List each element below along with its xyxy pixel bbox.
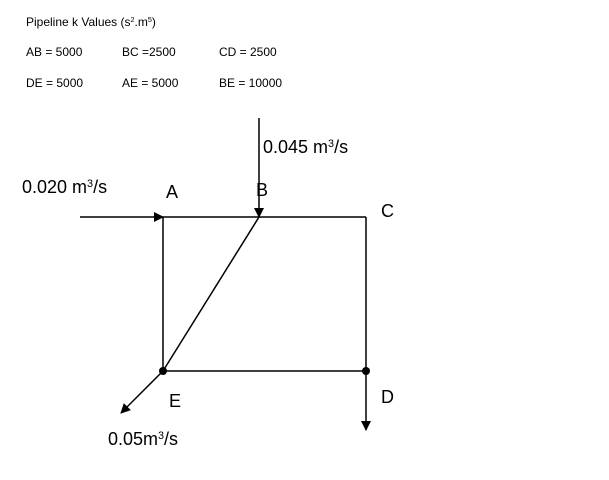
inflow-a-label: 0.020 m3/s bbox=[22, 177, 108, 197]
node-d-label: D bbox=[381, 387, 394, 407]
k-value-be: BE = 10000 bbox=[219, 76, 283, 90]
node-e-label: E bbox=[169, 391, 182, 411]
node-b-label: B bbox=[256, 180, 269, 200]
k-value-de: DE = 5000 bbox=[26, 76, 84, 90]
pipe-be bbox=[162, 216, 260, 372]
k-values-title: Pipeline k Values (s2.m5) bbox=[26, 15, 156, 29]
node-d-dot bbox=[362, 367, 370, 375]
outflow-e-arrow bbox=[120, 370, 164, 414]
k-value-ae: AE = 5000 bbox=[122, 76, 179, 90]
node-a-label: A bbox=[166, 182, 179, 202]
inflow-b-label: 0.045 m3/s bbox=[263, 137, 349, 157]
k-value-bc: BC =2500 bbox=[122, 45, 176, 59]
k-value-cd: CD = 2500 bbox=[219, 45, 277, 59]
k-value-ab: AB = 5000 bbox=[26, 45, 83, 59]
node-e-dot bbox=[159, 367, 167, 375]
outflow-e-label: 0.05m3/s bbox=[108, 429, 179, 449]
node-c-label: C bbox=[381, 201, 394, 221]
